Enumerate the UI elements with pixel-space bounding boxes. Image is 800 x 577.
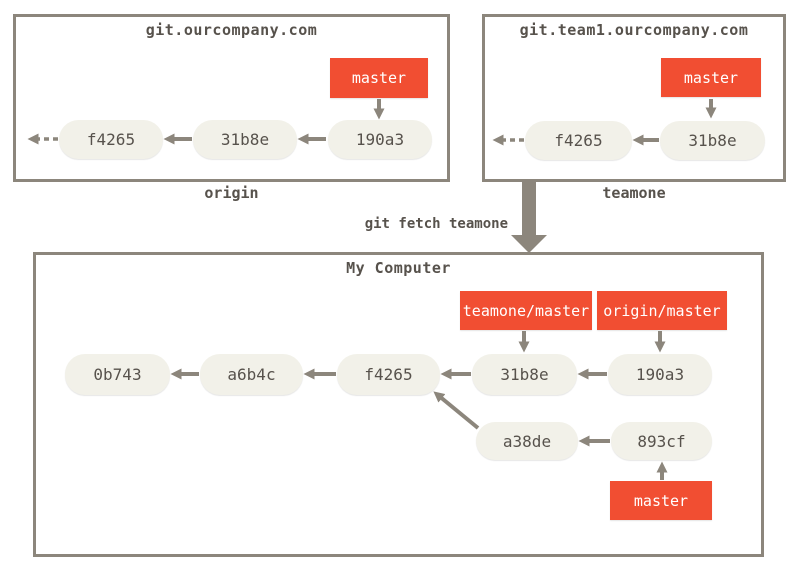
origin-commit-31b8e: 31b8e — [193, 120, 297, 159]
fetch-command-label: git fetch teamone — [364, 216, 508, 232]
local-commit-a38de: a38de — [476, 422, 578, 460]
remote-origin-label: origin — [204, 184, 259, 202]
local-teamone-master-ref-tag: teamone/master — [460, 291, 592, 330]
local-commit-893cf: 893cf — [611, 422, 712, 460]
remote-origin-title: git.ourcompany.com — [145, 21, 318, 39]
local-origin-master-ref-tag: origin/master — [597, 291, 727, 330]
local-commit-f4265: f4265 — [337, 354, 440, 395]
local-repo-title: My Computer — [346, 259, 451, 277]
remote-teamone-title: git.team1.ourcompany.com — [519, 21, 749, 39]
origin-master-branch-tag: master — [330, 58, 428, 98]
local-commit-a6b4c: a6b4c — [200, 354, 303, 395]
teamone-commit-31b8e: 31b8e — [660, 121, 765, 160]
local-master-branch-tag: master — [610, 481, 712, 520]
remote-origin-box: git.ourcompany.com — [13, 14, 450, 182]
remote-teamone-box: git.team1.ourcompany.com — [482, 14, 786, 182]
origin-commit-f4265: f4265 — [59, 120, 163, 159]
teamone-master-branch-tag: master — [661, 58, 761, 97]
remote-teamone-label: teamone — [602, 184, 666, 202]
local-repo-box: My Computer — [33, 252, 764, 557]
local-commit-190a3: 190a3 — [608, 354, 712, 395]
local-commit-31b8e: 31b8e — [472, 354, 577, 395]
local-commit-0b743: 0b743 — [65, 354, 170, 395]
origin-commit-190a3: 190a3 — [328, 120, 432, 159]
teamone-commit-f4265: f4265 — [525, 121, 632, 160]
